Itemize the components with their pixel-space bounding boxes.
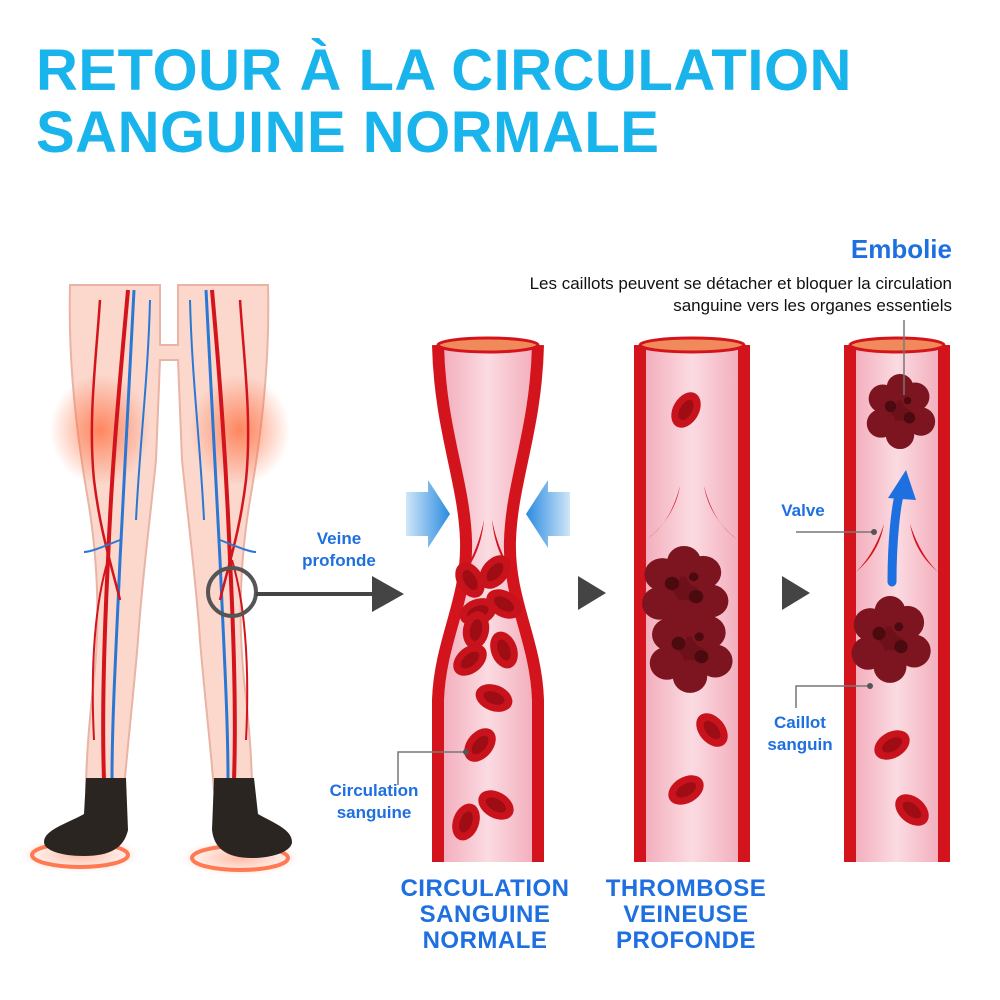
step-arrow-2 (782, 576, 810, 610)
legs-illustration (20, 284, 300, 876)
title-line-2: SANGUINE NORMALE (36, 100, 660, 165)
heat-glow (50, 375, 150, 485)
compression-arrow-right (526, 480, 570, 548)
leader-circulation (397, 751, 466, 785)
vessel-thrombosis (634, 336, 750, 862)
heat-glow (190, 375, 290, 485)
leader-clot (795, 685, 870, 708)
page-title: RETOUR À LA CIRCULATION SANGUINE NORMALE (36, 40, 852, 164)
caption-deep-vein-thrombosis: THROMBOSE VEINEUSE PROFONDE (605, 875, 767, 954)
pointer-arrowhead (372, 576, 404, 612)
embolie-description: Les caillots peuvent se détacher et bloq… (529, 274, 952, 315)
compression-arrow-left (406, 480, 450, 548)
vessel-normal (432, 336, 544, 862)
sock-left (44, 778, 128, 856)
label-valve: Valve (781, 501, 825, 520)
embolie-title: Embolie (850, 234, 952, 264)
label-clot: Caillot sanguin (767, 713, 833, 754)
vessel-embolism (844, 336, 950, 862)
label-deep-vein: Veine profonde (302, 529, 376, 570)
label-blood-flow: Circulation sanguine (329, 781, 419, 822)
legs-skin (68, 284, 270, 791)
step-arrow-1 (578, 576, 606, 610)
caption-normal-circulation: CIRCULATION SANGUINE NORMALE (400, 875, 570, 954)
sock-right (212, 778, 292, 858)
title-line-1: RETOUR À LA CIRCULATION (36, 38, 852, 103)
